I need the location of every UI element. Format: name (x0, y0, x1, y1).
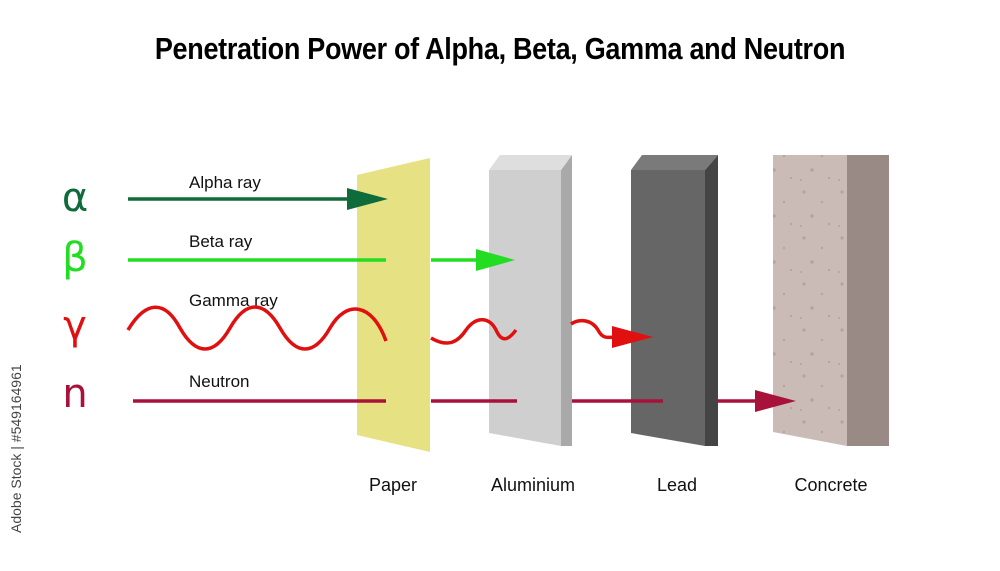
alpha-arrowhead (347, 188, 388, 210)
stock-watermark: Adobe Stock | #549164961 (8, 333, 28, 533)
stock-watermark-text: Adobe Stock | #549164961 (8, 364, 24, 533)
alpha-symbol: α (61, 175, 89, 221)
aluminium-side (561, 155, 572, 446)
gamma-ray-label: Gamma ray (189, 291, 278, 310)
aluminium-front (489, 170, 561, 446)
paper-sheet (357, 158, 430, 452)
neutron-arrowhead (755, 390, 796, 412)
gamma-symbol: γ (63, 303, 87, 349)
gamma-arrowhead (612, 326, 653, 348)
neutron-label: Neutron (189, 372, 250, 391)
lead-top (631, 155, 718, 170)
beta-symbol: β (62, 235, 88, 281)
gamma-wave-3 (570, 318, 617, 340)
concrete-label: Concrete (794, 475, 868, 495)
gamma-wave-1 (126, 305, 388, 351)
aluminium-top (489, 155, 572, 170)
gamma-wave-2 (430, 318, 518, 345)
lead-front (631, 170, 705, 446)
page-title: Penetration Power of Alpha, Beta, Gamma … (154, 32, 846, 66)
neutron-symbol: n (62, 371, 88, 417)
lead-side (705, 155, 718, 446)
concrete-texture (773, 155, 847, 446)
paper-label: Paper (368, 475, 418, 495)
beta-arrowhead (476, 249, 515, 271)
beta-ray-label: Beta ray (189, 232, 253, 251)
lead-label: Lead (656, 475, 698, 495)
alpha-ray-label: Alpha ray (189, 173, 261, 192)
aluminium-label: Aluminium (490, 475, 576, 495)
concrete-side (847, 155, 889, 446)
